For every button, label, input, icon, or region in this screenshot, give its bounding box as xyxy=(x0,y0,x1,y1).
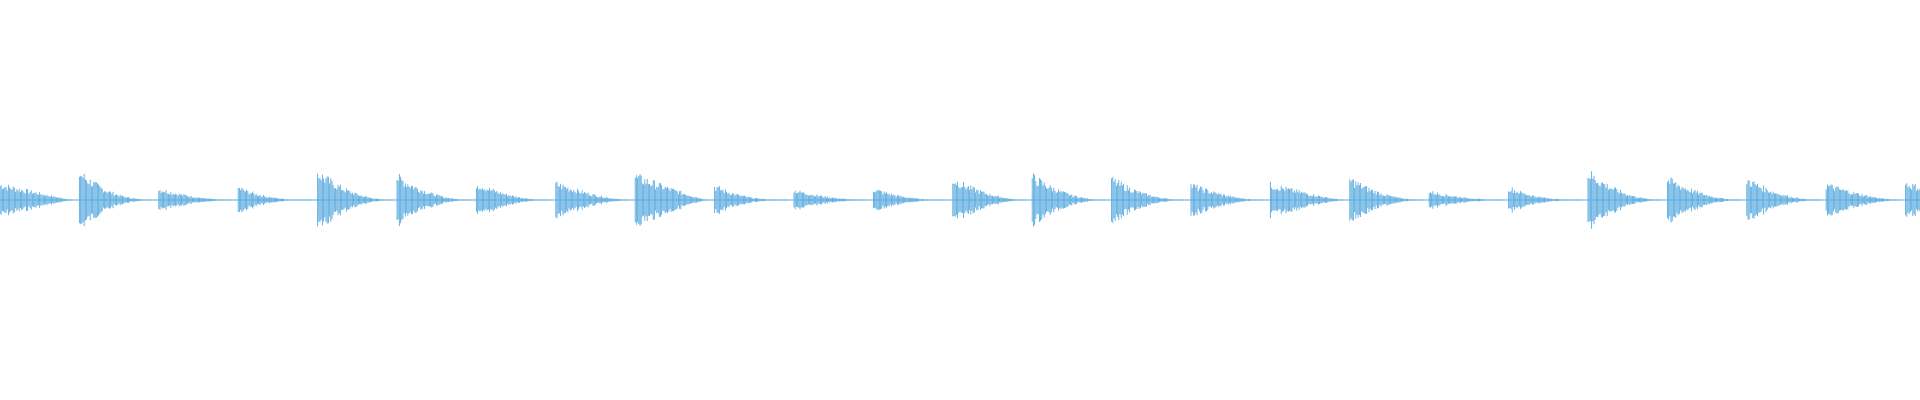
waveform-hits xyxy=(0,171,1920,229)
waveform-transient xyxy=(793,190,867,210)
waveform-hit xyxy=(1269,181,1343,219)
waveform-hit xyxy=(714,186,788,214)
waveform-hit xyxy=(317,173,391,227)
waveform-hit xyxy=(1349,179,1423,221)
waveform-hit xyxy=(1190,184,1264,216)
waveform-hit xyxy=(1031,173,1105,227)
waveform-transient xyxy=(1825,184,1899,216)
waveform-transient xyxy=(1428,191,1502,209)
waveform-hit xyxy=(793,190,867,210)
waveform-hit xyxy=(555,181,629,219)
waveform-hit xyxy=(634,174,708,226)
waveform-hit xyxy=(396,173,470,227)
waveform-transient xyxy=(1349,179,1423,221)
waveform-transient xyxy=(1031,173,1105,227)
waveform-hit xyxy=(1666,177,1740,223)
waveform-transient xyxy=(555,181,629,219)
waveform-hit xyxy=(1111,176,1185,224)
waveform-transient xyxy=(1666,177,1740,223)
waveform-hit xyxy=(0,184,73,216)
waveform-transient xyxy=(237,187,311,213)
waveform-hit xyxy=(952,181,1026,219)
waveform-transient xyxy=(158,190,232,210)
waveform-hit xyxy=(1905,183,1920,217)
waveform-transient xyxy=(317,173,391,227)
waveform-hit xyxy=(475,186,549,214)
waveform-transient xyxy=(0,184,73,216)
waveform-hit xyxy=(158,190,232,210)
waveform-hit xyxy=(78,173,152,227)
waveform-transient xyxy=(634,174,708,226)
waveform-transient xyxy=(1905,183,1920,217)
waveform-hit xyxy=(1428,191,1502,209)
waveform-transient xyxy=(714,186,788,214)
waveform-transient xyxy=(1269,181,1343,219)
waveform-hit xyxy=(1508,187,1582,213)
waveform-hit xyxy=(1587,171,1661,229)
waveform-hit xyxy=(237,187,311,213)
waveform-transient xyxy=(1111,176,1185,224)
waveform-transient xyxy=(1587,171,1661,229)
waveform-transient xyxy=(1190,184,1264,216)
waveform-transient xyxy=(872,190,946,210)
waveform-hit xyxy=(872,190,946,210)
waveform-transient xyxy=(952,181,1026,219)
waveform-transient xyxy=(1746,180,1820,220)
waveform-transient xyxy=(78,173,152,227)
waveform-transient xyxy=(396,173,470,227)
waveform-transient xyxy=(1508,187,1582,213)
waveform-hit xyxy=(1825,184,1899,216)
waveform-hit xyxy=(1746,180,1820,220)
waveform-transient xyxy=(475,186,549,214)
